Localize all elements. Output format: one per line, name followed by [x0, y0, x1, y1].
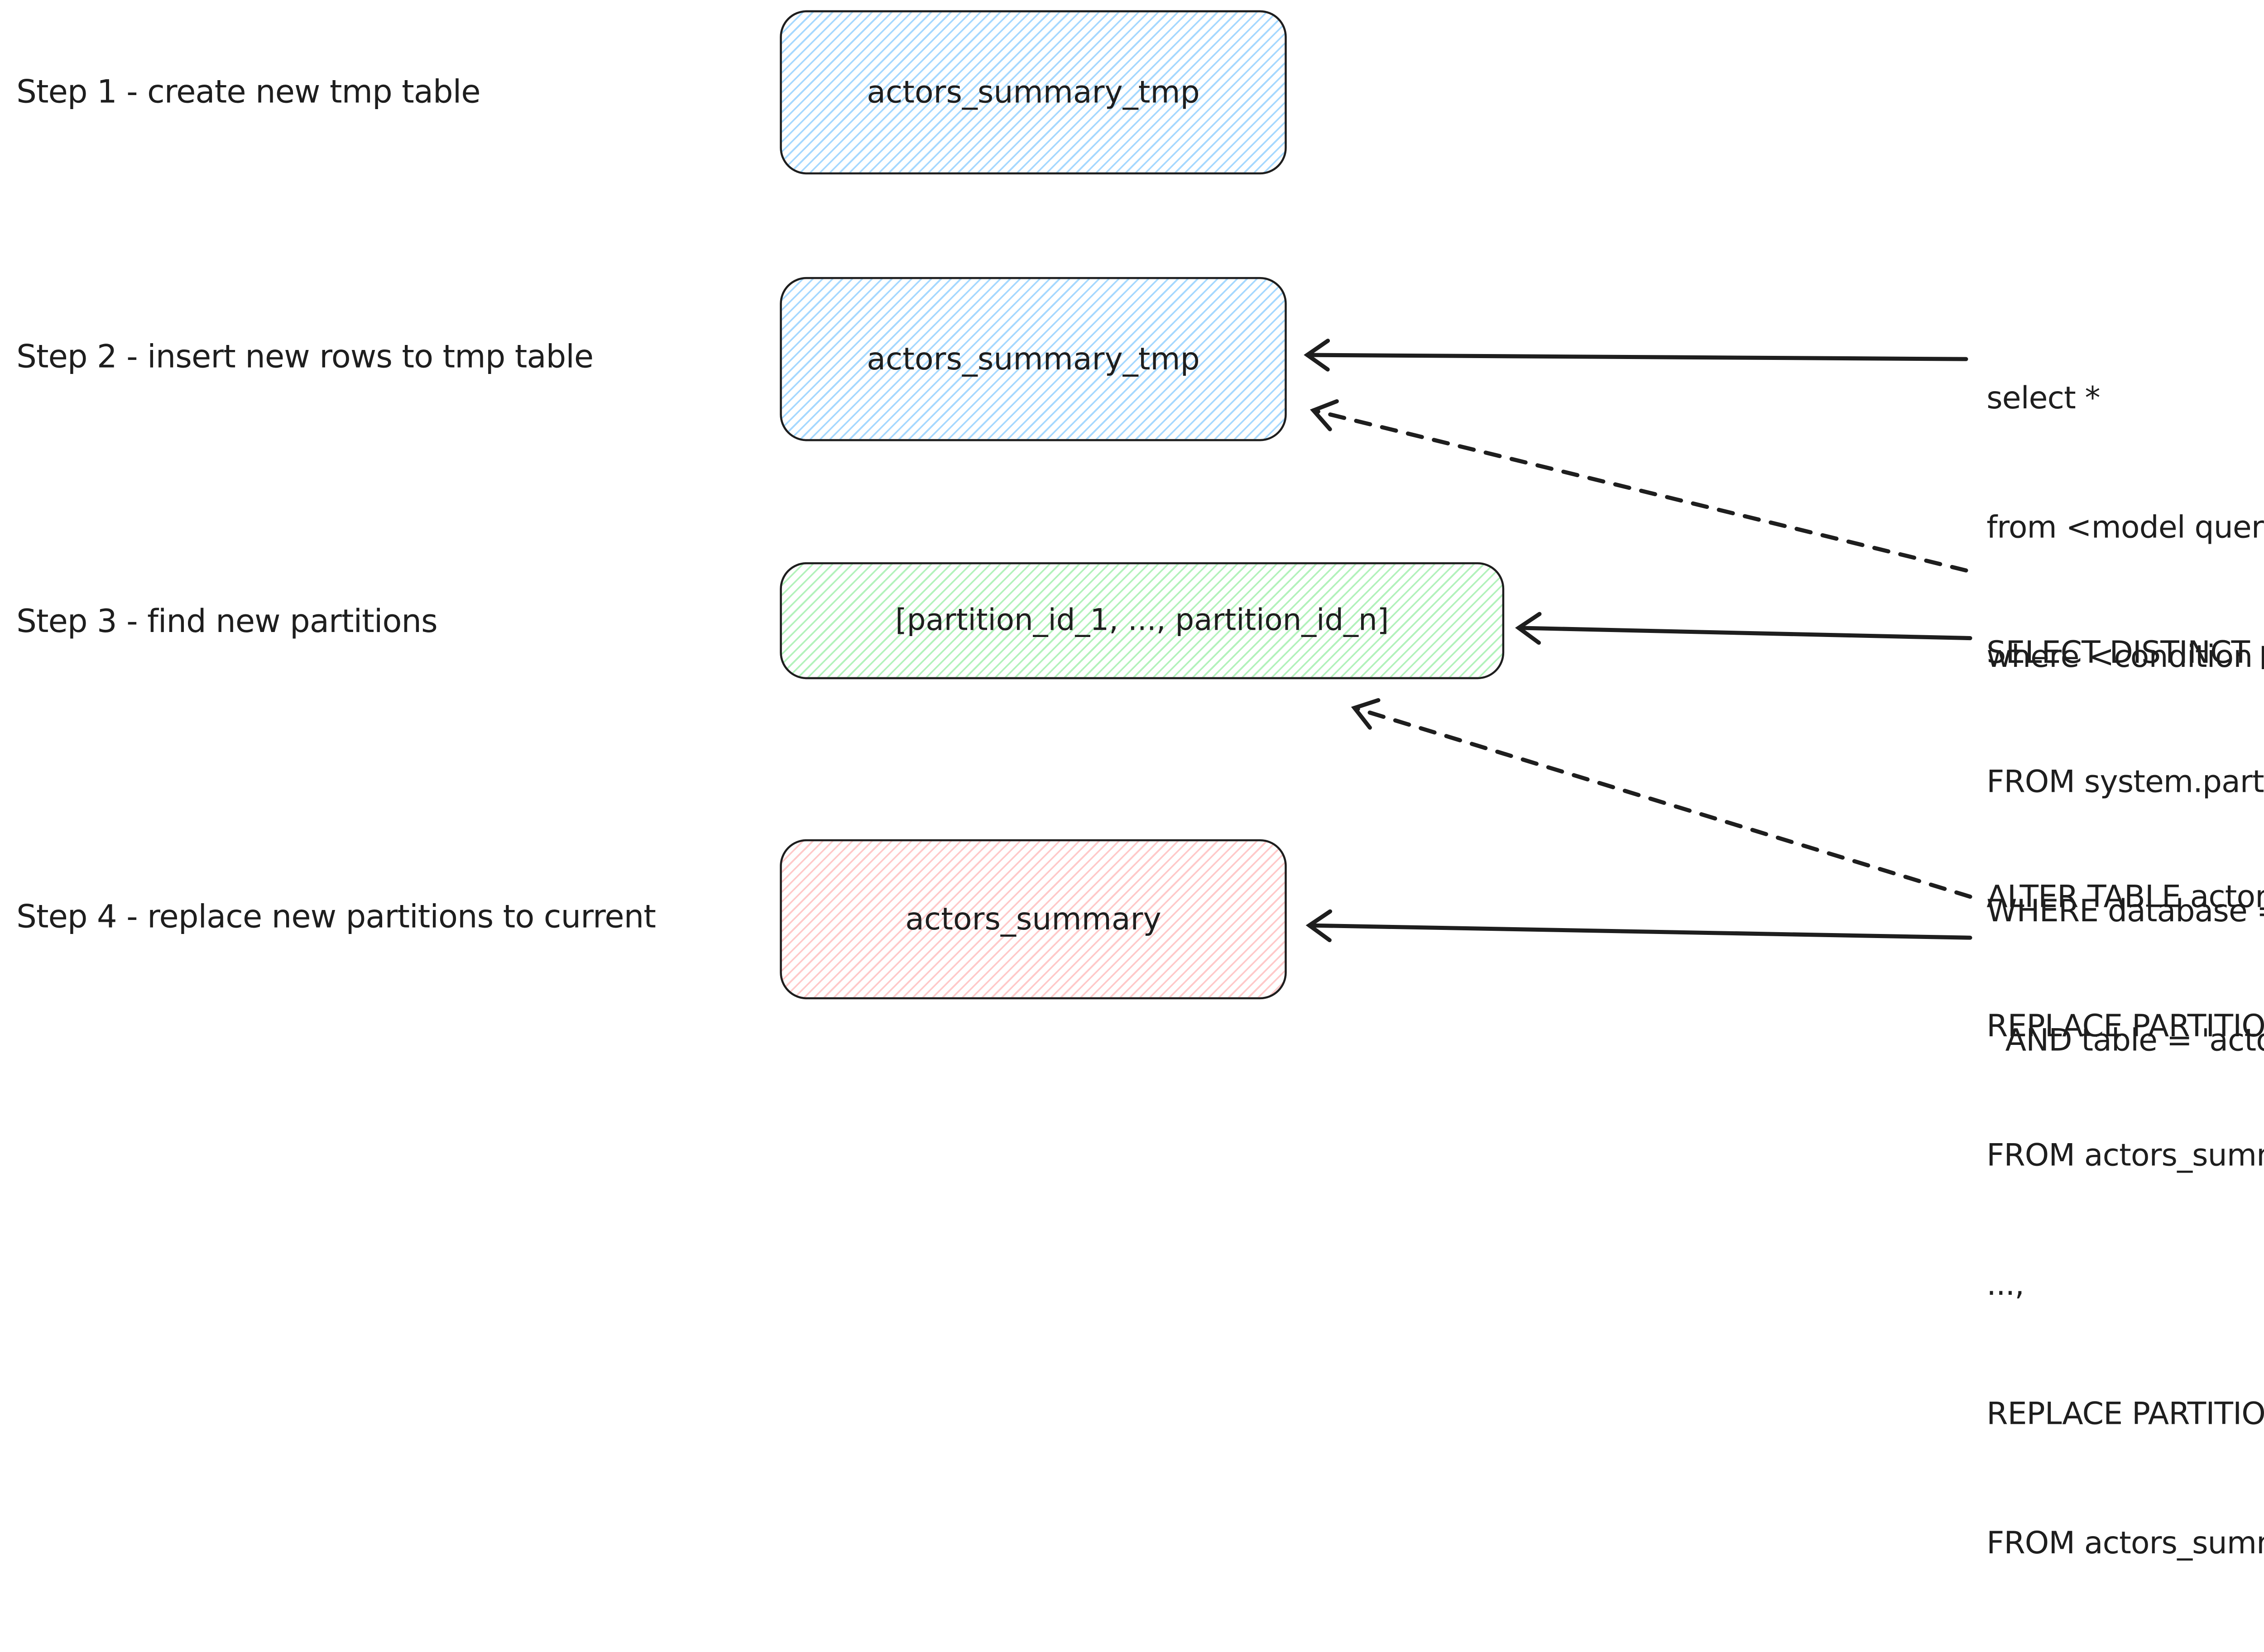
node-partition-list: [partition_id_1, ..., partition_id_n] [780, 562, 1505, 680]
sql-replace-partitions-snippet: ALTER TABLE actors_summary REPLACE PARTI… [1986, 790, 2264, 1652]
node-tmp-table-step2: actors_summary_tmp [780, 277, 1287, 441]
sql-line: REPLACE PARTITION partition_id_n [1986, 1395, 2264, 1432]
sql-line: WHERE database = <database> [1986, 892, 2264, 930]
node-tmp-table-step2-label: actors_summary_tmp [867, 340, 1200, 378]
sql-line: where <condition to identify new> [1986, 638, 2264, 675]
sql-line: AND table = 'actors_summary_tmp' [2005, 1022, 2264, 1059]
sql-line: FROM actors_summary_tmp, [1986, 1524, 2264, 1562]
arrow-replace-sql-to-current-table [1305, 909, 1972, 943]
sql-line: SELECT DISTINCT partition_id [1986, 634, 2264, 671]
sql-find-partitions-snippet: SELECT DISTINCT partition_id FROM system… [1986, 546, 2264, 1149]
node-partition-list-label: [partition_id_1, ..., partition_id_n] [895, 604, 1389, 637]
sql-line: ..., [1986, 1266, 2024, 1303]
sql-line: REPLACE PARTITION partition_id_1 [1986, 1007, 2264, 1044]
arrow-insert-sql-to-tmp-table [1304, 339, 1968, 372]
step2-label: Step 2 - insert new rows to tmp table [16, 338, 594, 376]
arrow-find-partitions-sql-to-partition-list [1515, 612, 1972, 645]
sql-insert-snippet: select * from <model query> where <condi… [1986, 292, 2264, 766]
etl-flow-diagram: Step 1 - create new tmp table Step 2 - i… [16, 10, 2264, 1561]
node-current-table: actors_summary [780, 839, 1287, 1000]
node-current-table-label: actors_summary [905, 900, 1161, 938]
sql-line: from <model query> [1986, 509, 2264, 546]
sql-line: ALTER TABLE actors_summary [1986, 878, 2264, 915]
node-tmp-table-step1: actors_summary_tmp [780, 10, 1287, 175]
sql-line: select * [1986, 379, 2100, 417]
node-tmp-table-step1-label: actors_summary_tmp [867, 74, 1200, 111]
step1-label: Step 1 - create new tmp table [16, 74, 480, 111]
sql-line: FROM system.parts [1986, 763, 2264, 800]
dashed-arrow-replace-sql-to-partition-list [1351, 698, 1972, 899]
dashed-arrow-find-partitions-to-tmp-table [1309, 399, 1968, 573]
step4-label: Step 4 - replace new partitions to curre… [16, 899, 656, 936]
sql-line: FROM actors_summary_tmp, [1986, 1136, 2264, 1174]
step3-label: Step 3 - find new partitions [16, 603, 438, 641]
